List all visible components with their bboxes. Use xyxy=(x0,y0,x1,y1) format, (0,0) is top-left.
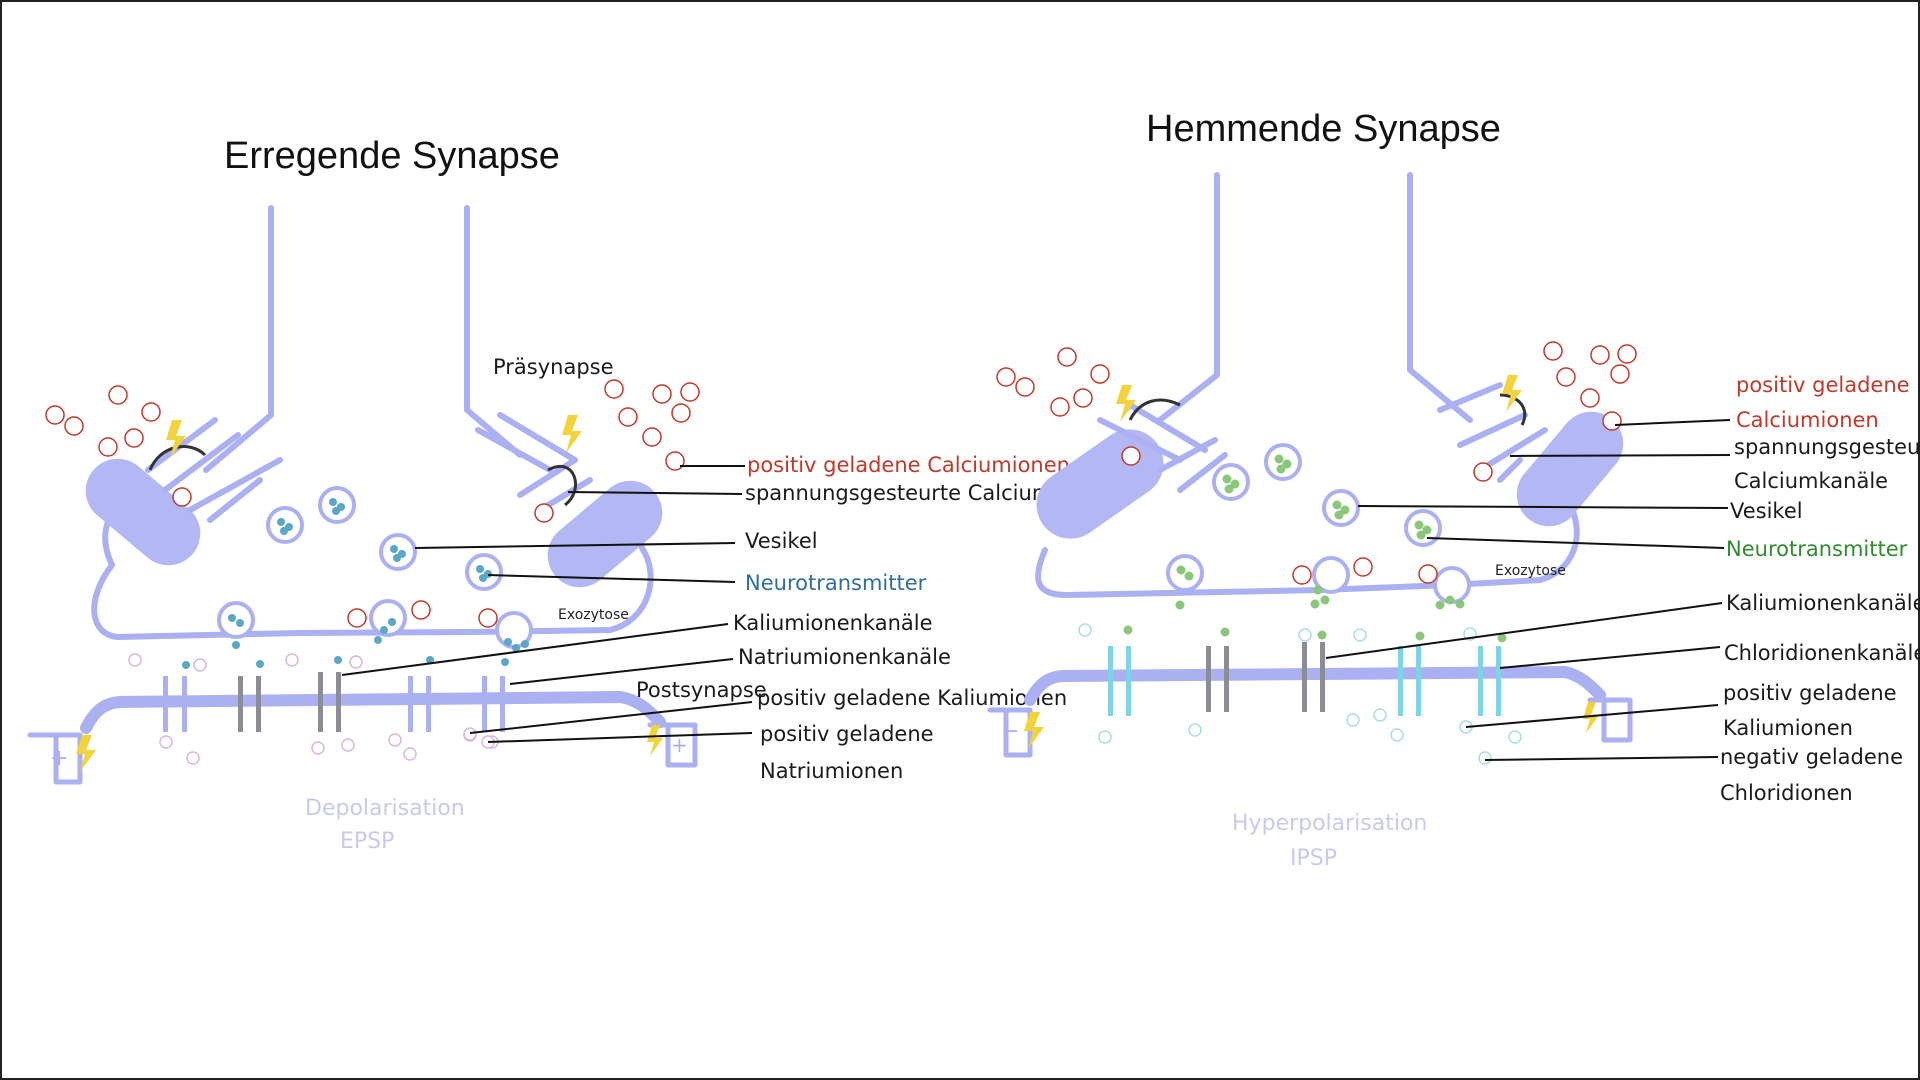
result-epsp: EPSP xyxy=(340,829,394,854)
postsynaptic-channels xyxy=(1108,642,1501,716)
label-chloride-ions-1: negativ geladene xyxy=(1720,745,1903,769)
potassium-chloride-ions xyxy=(1078,623,1522,765)
postsynaptic-channels xyxy=(163,672,505,732)
vesicles xyxy=(1166,443,1471,604)
inhibitory-title: Hemmende Synapse xyxy=(1146,108,1501,150)
postsynapse-membrane xyxy=(1024,666,1606,706)
lightning-icon xyxy=(166,420,186,458)
charge-sign: + xyxy=(671,733,688,757)
label-chloride-channels: Chloridionenkanäle xyxy=(1724,641,1920,665)
result-depolarisation: Depolarisation xyxy=(305,796,465,821)
label-exocytosis: Exozytose xyxy=(1495,563,1566,579)
charge-sign: + xyxy=(50,746,68,771)
label-potassium-ions-1: positiv geladene xyxy=(1723,681,1897,705)
lightning-icon xyxy=(76,735,96,772)
calcium-channel-left xyxy=(85,458,201,566)
label-potassium-ions: positiv geladene Kaliumionen xyxy=(757,686,1067,710)
calcium-ions xyxy=(45,379,700,628)
label-sodium-ions-2: Natriumionen xyxy=(760,759,903,783)
charge-sign: − xyxy=(1001,719,1019,744)
lightning-icon xyxy=(1583,702,1599,733)
lightning-icon xyxy=(1024,712,1044,749)
result-ipsp: IPSP xyxy=(1290,846,1337,871)
lightning-icon xyxy=(562,415,582,453)
label-potassium-channels: Kaliumionenkanäle xyxy=(1726,591,1920,615)
label-potassium-channels: Kaliumionenkanäle xyxy=(733,611,933,635)
label-calcium-ions-2: Calciumionen xyxy=(1736,408,1879,432)
label-neurotransmitter: Neurotransmitter xyxy=(745,571,927,595)
label-vesicle: Vesikel xyxy=(745,529,818,553)
excitatory-synapse: Erregende Synapse + + xyxy=(27,135,1122,854)
label-chloride-ions-2: Chloridionen xyxy=(1720,781,1853,805)
label-calcium-ions-1: positiv geladene xyxy=(1736,373,1910,397)
curved-arrow-icon xyxy=(547,464,577,507)
inhibitory-synapse: Hemmende Synapse − xyxy=(987,108,1920,871)
label-exocytosis: Exozytose xyxy=(558,607,629,623)
label-postsynapse: Postsynapse xyxy=(636,678,767,702)
label-sodium-ions-1: positiv geladene xyxy=(760,722,934,746)
lightning-icon xyxy=(1116,385,1136,422)
label-calcium-channels-2: Calciumkanäle xyxy=(1734,469,1888,493)
lightning-icon xyxy=(1502,375,1522,412)
label-sodium-channels: Natriumionenkanäle xyxy=(738,645,951,669)
label-potassium-ions-2: Kaliumionen xyxy=(1723,716,1853,740)
vesicles xyxy=(217,486,533,649)
label-calcium-channels-1: spannungsgesteurte xyxy=(1734,435,1920,459)
label-neurotransmitter: Neurotransmitter xyxy=(1726,537,1908,561)
calcium-channel-right xyxy=(547,480,663,588)
potassium-sodium-ions xyxy=(128,653,499,765)
curved-arrow-icon xyxy=(1128,398,1181,421)
lightning-icon xyxy=(647,725,663,756)
excitatory-title: Erregende Synapse xyxy=(224,135,560,177)
label-calcium-ions: positiv geladene Calciumionen xyxy=(747,453,1070,477)
neurotransmitters xyxy=(1123,454,1507,643)
calcium-channel-right xyxy=(1516,411,1624,527)
label-vesicle: Vesikel xyxy=(1730,499,1803,523)
curved-arrow-icon xyxy=(1499,393,1527,426)
neurotransmitters xyxy=(182,498,529,669)
calcium-ions xyxy=(996,341,1637,585)
result-hyperpolarisation: Hyperpolarisation xyxy=(1232,811,1427,836)
label-presynapse: Präsynapse xyxy=(493,355,614,379)
